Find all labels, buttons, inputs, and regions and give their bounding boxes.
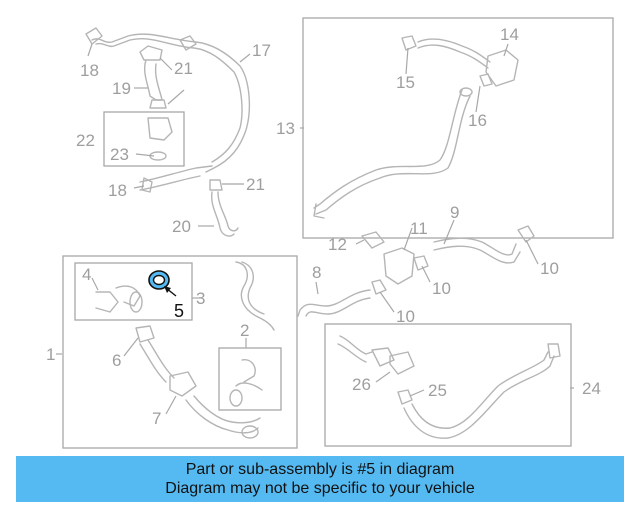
hose-group-24 xyxy=(337,335,561,439)
callout-14: 14 xyxy=(500,25,519,44)
callout-23: 23 xyxy=(110,145,129,164)
assembly-box-3 xyxy=(74,262,193,321)
banner-line-1: Part or sub-assembly is #5 in diagram xyxy=(185,461,455,478)
leader-lines xyxy=(56,43,574,415)
callout-20: 20 xyxy=(172,217,191,236)
callout-18-a: 18 xyxy=(80,61,99,80)
callout-24: 24 xyxy=(582,379,601,398)
callout-9: 9 xyxy=(450,203,459,222)
part-5-arrowhead xyxy=(164,286,171,293)
hose-group-top-left xyxy=(85,27,251,237)
hose-group-middle-right xyxy=(297,225,535,317)
banner-line-2: Diagram may not be specific to your vehi… xyxy=(165,480,475,497)
callout-16: 16 xyxy=(468,111,487,130)
callout-22: 22 xyxy=(76,131,95,150)
callout-6: 6 xyxy=(112,351,121,370)
part-5-ring-inner xyxy=(152,274,166,286)
callout-10-a: 10 xyxy=(540,259,559,278)
callout-15: 15 xyxy=(396,73,415,92)
assembly-box-2 xyxy=(218,347,282,411)
assembly-box-22 xyxy=(103,111,185,167)
callout-1: 1 xyxy=(46,345,55,364)
callout-21-a: 21 xyxy=(174,59,193,78)
callout-21-b: 21 xyxy=(246,175,265,194)
callout-25: 25 xyxy=(428,381,447,400)
hose-group-13 xyxy=(313,35,519,219)
callout-17: 17 xyxy=(252,41,271,60)
assembly-box-1 xyxy=(62,255,298,449)
callout-4: 4 xyxy=(82,265,91,284)
callout-3: 3 xyxy=(196,289,205,308)
callout-13: 13 xyxy=(276,119,295,138)
callout-2: 2 xyxy=(240,321,249,340)
callout-8: 8 xyxy=(312,263,321,282)
part-5-o-ring xyxy=(148,270,170,290)
callout-5: 5 xyxy=(174,301,184,321)
callout-7: 7 xyxy=(152,409,161,428)
callout-19: 19 xyxy=(112,79,131,98)
callout-12: 12 xyxy=(328,235,347,254)
callout-10-c: 10 xyxy=(396,307,415,326)
callout-11: 11 xyxy=(410,219,428,238)
callout-26: 26 xyxy=(352,375,371,394)
callout-10-b: 10 xyxy=(432,279,451,298)
callout-18-b: 18 xyxy=(108,181,127,200)
info-banner: Part or sub-assembly is #5 in diagram Di… xyxy=(16,456,624,502)
assembly-box-24 xyxy=(324,323,572,447)
hose-group-1 xyxy=(95,261,275,439)
